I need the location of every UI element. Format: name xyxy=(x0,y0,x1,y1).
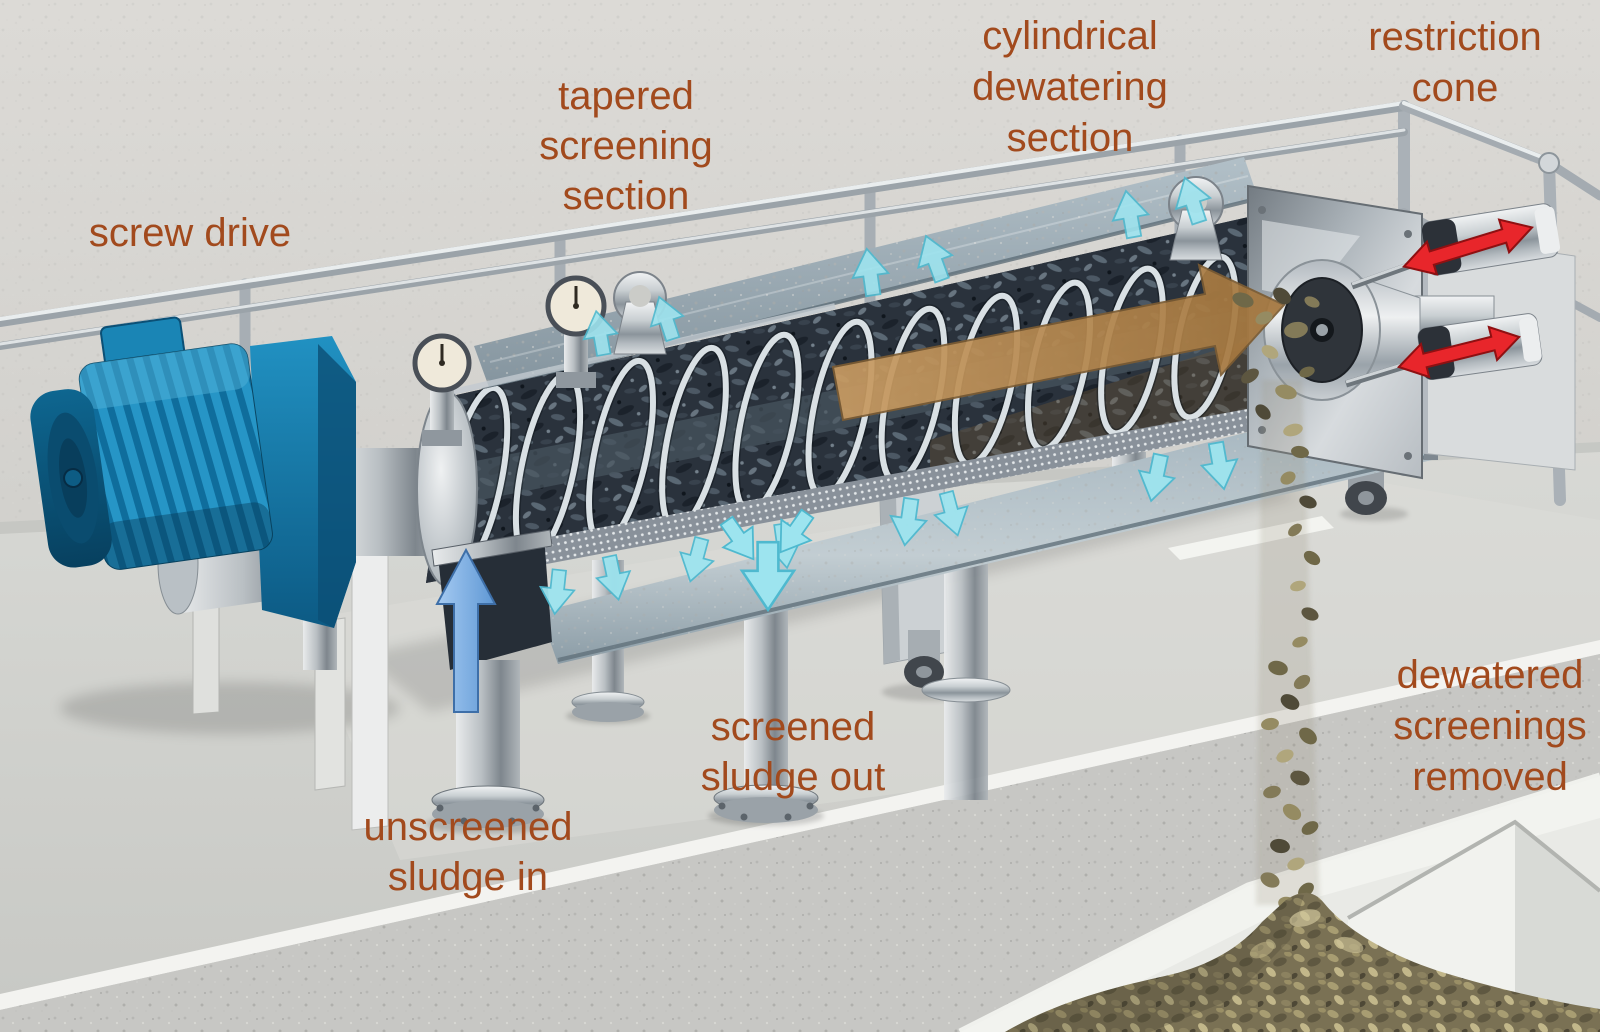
label-restriction-cone: restriction cone xyxy=(1368,15,1542,110)
screen-mesh xyxy=(472,400,1300,578)
unscreened-sludge-in-arrow xyxy=(435,547,497,713)
screw-drive-motor xyxy=(30,316,356,628)
motor-rear-cap xyxy=(30,389,112,568)
label-dewatered-screenings-removed: dewatered screenings removed xyxy=(1393,653,1587,799)
lifting-lug-1 xyxy=(613,271,667,355)
screenings-falling xyxy=(1232,287,1321,912)
end-plate-assembly xyxy=(1247,184,1576,480)
restriction-cone-part xyxy=(1263,259,1421,401)
pressure-gauge-2 xyxy=(545,275,607,388)
railing-rails xyxy=(0,101,1600,350)
inlet-assembly xyxy=(431,529,553,828)
pressure-gauge-1 xyxy=(412,333,472,446)
platform-edge xyxy=(0,640,1600,1010)
motor-support-plate-3 xyxy=(351,533,389,831)
label-screw-drive: screw drive xyxy=(88,211,292,255)
label-tapered-screening-section: tapered screening section xyxy=(539,74,713,218)
sludge-transport-arrow xyxy=(831,263,1286,422)
label-screened-sludge-out: screened sludge out xyxy=(700,705,886,799)
label-cylindrical-dewatering-section: cylindrical dewatering section xyxy=(972,14,1168,160)
label-unscreened-sludge-in: unscreened sludge in xyxy=(363,805,573,899)
screenings-pile xyxy=(1005,892,1600,1032)
